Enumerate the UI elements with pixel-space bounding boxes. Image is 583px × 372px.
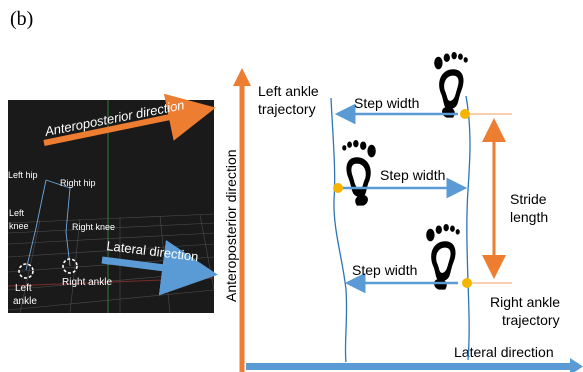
horizontal-axis-arrow-shaft <box>246 363 571 370</box>
left-ankle-trajectory <box>330 97 348 363</box>
left-ankle-label-line2: ankle <box>13 296 37 307</box>
left-knee-label-line1: Left <box>9 208 25 218</box>
step-width-label-3: Step width <box>352 262 417 278</box>
step-width-label-2: Step width <box>380 167 445 183</box>
vertical-axis-label: Anteroposterior direction <box>223 149 239 302</box>
right-hip-label: Right hip <box>60 178 96 188</box>
stride-label-line2: length <box>510 209 548 225</box>
left-hip-label: Left hip <box>8 170 38 180</box>
left-knee-label-line2: knee <box>9 221 29 231</box>
ankle-point <box>333 183 343 193</box>
footprint-icon <box>426 223 460 290</box>
right-ankle-trajectory <box>465 95 471 361</box>
left-ankle-marker <box>18 263 34 279</box>
left-ankle-label-line1: Left <box>15 283 32 294</box>
horizontal-axis-arrowhead <box>570 358 583 372</box>
panel-label: (b) <box>10 8 34 30</box>
right-trajectory-label-line2: trajectory <box>502 312 560 328</box>
left-trajectory-label-line2: trajectory <box>258 101 316 117</box>
right-trajectory-label-line1: Right ankle <box>490 294 560 310</box>
footprint-icon <box>434 51 468 118</box>
scene-panel: Anteroposterior direction Lateral direct… <box>7 93 218 314</box>
scene-floor-grid <box>7 213 215 314</box>
scene-anteroposterior-arrow <box>43 93 216 146</box>
vertical-axis-arrow-shaft <box>239 84 245 372</box>
ankle-point <box>460 109 470 119</box>
step-width-label-1: Step width <box>354 95 419 111</box>
right-ankle-marker <box>62 258 78 274</box>
stride-label-line1: Stride <box>510 191 547 207</box>
right-knee-label: Right knee <box>72 222 115 232</box>
skeleton <box>25 179 71 271</box>
horizontal-axis-label: Lateral direction <box>454 344 554 360</box>
schematic-panel: Anteroposterior direction Lateral direct… <box>223 51 583 372</box>
left-trajectory-label-line1: Left ankle <box>258 83 319 99</box>
scene-lateral-arrow <box>101 239 218 296</box>
footprint-icon <box>342 139 376 206</box>
ankle-point <box>462 278 472 288</box>
right-ankle-label: Right ankle <box>62 277 112 288</box>
vertical-axis-arrowhead <box>233 68 251 86</box>
